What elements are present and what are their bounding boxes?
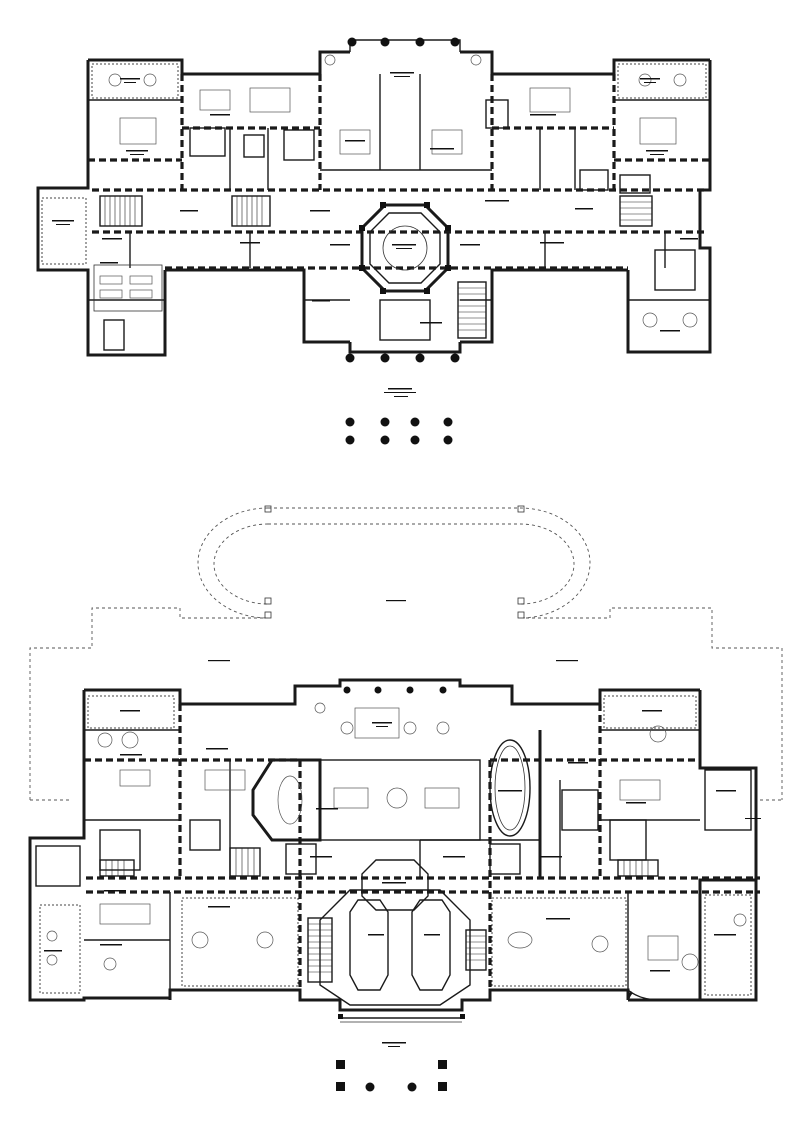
oval-dining-room <box>489 739 531 837</box>
upper-floor-portico-columns <box>345 37 460 445</box>
upper-floor-room-labels <box>52 72 698 332</box>
main-floor-partitions <box>35 729 752 1000</box>
main-floor-columns <box>336 686 465 1092</box>
terrace-outline <box>29 600 783 801</box>
main-floor-room-labels <box>44 710 761 1047</box>
upper-floor-bays <box>41 63 707 312</box>
main-floor-furniture <box>46 702 747 971</box>
upper-floor-rotunda <box>359 202 451 341</box>
main-floor-exterior-walls <box>28 678 760 1012</box>
main-floor-bays <box>39 695 752 1001</box>
upper-floor-furniture <box>99 54 698 328</box>
upper-floor-exterior-walls <box>36 39 712 357</box>
upper-floor-stairs <box>99 195 653 351</box>
motor-court <box>197 505 591 619</box>
upper-floor-plan-caption-glyphs <box>384 388 416 397</box>
main-floor-central-hall <box>251 758 481 1023</box>
upper-floor-plan <box>36 37 712 445</box>
main-floor-plan <box>28 505 783 1092</box>
main-floor-stairs <box>99 847 659 983</box>
